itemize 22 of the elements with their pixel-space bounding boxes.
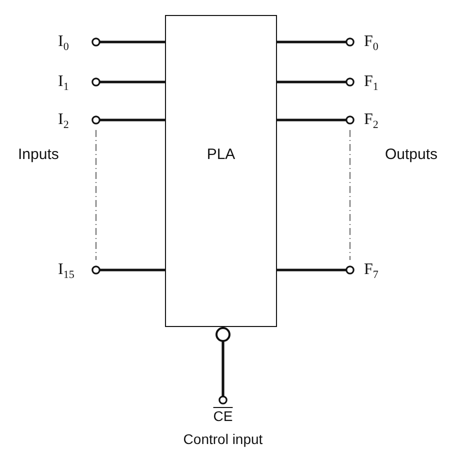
terminal-caption: Control input xyxy=(182,430,264,448)
wire xyxy=(277,266,354,274)
output-terminal: F$_{2}$ xyxy=(354,110,390,130)
wire xyxy=(92,116,165,124)
wire xyxy=(92,38,165,46)
pla-block: PLA xyxy=(165,15,277,327)
output-terminal: F$_{1}$ xyxy=(354,72,390,92)
output-terminal: F$_{0}$ xyxy=(354,32,390,52)
wire xyxy=(277,78,354,86)
group-label: Inputs xyxy=(18,146,59,163)
input-terminal: I$_{15}$ xyxy=(58,260,92,280)
output-terminal: F$_{7}$ xyxy=(354,260,390,280)
wire xyxy=(92,266,165,274)
wire xyxy=(92,78,165,86)
wire xyxy=(277,116,354,124)
input-terminal: I$_{2}$ xyxy=(58,110,92,130)
control-terminal: CE xyxy=(203,404,243,424)
input-terminal: I$_{1}$ xyxy=(58,72,92,92)
wire xyxy=(216,327,230,404)
group-label: Outputs xyxy=(385,146,438,163)
wire xyxy=(277,38,354,46)
input-terminal: I$_{0}$ xyxy=(58,32,92,52)
